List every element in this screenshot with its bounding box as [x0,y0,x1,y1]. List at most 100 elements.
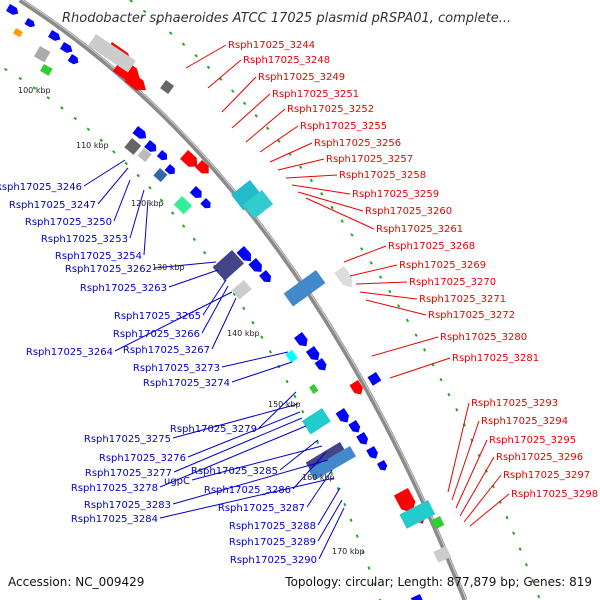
backbone-highlight [21,0,467,600]
forward-callout-line [389,357,451,379]
gene-block [399,500,436,529]
forward-callout-line [245,108,286,143]
forward-gene-label: Rsph17025_3297 [503,470,590,481]
forward-gene-label: Rsph17025_3270 [409,277,496,288]
gene-arrow [156,150,168,161]
reverse-callout-line [211,297,237,350]
gene-arrow [132,126,147,139]
forward-gene-label: Rsph17025_3260 [365,206,452,217]
forward-callout-line [469,493,510,527]
forward-gene-label: Rsph17025_3268 [388,241,475,252]
reverse-callout-line [113,179,131,222]
reverse-callout-line [172,459,329,505]
kbp-tick-label: 160 kbp [302,473,335,482]
gene-arrow [179,150,198,167]
forward-gene-label: Rsph17025_3295 [489,435,576,446]
forward-gene-label: Rsph17025_3272 [428,310,515,321]
reverse-gene-label: Rsph17025_3253 [41,234,128,245]
reverse-callout-line [317,499,343,542]
gene-arrow [348,420,361,433]
gene-block [433,546,452,563]
gene-arrow [335,408,349,423]
forward-callout-lines [185,44,510,527]
gene-arrow [410,594,425,600]
forward-gene-label: Rsph17025_3251 [272,89,359,100]
gene-arrow [393,488,416,513]
forward-gene-label: Rsph17025_3271 [419,294,506,305]
reverse-gene-label: Rsph17025_3265 [114,311,201,322]
reverse-gene-label: Rsph17025_3288 [229,521,316,532]
kbp-tick-label: 150 kbp [268,400,301,409]
gene-arrow [294,332,308,347]
forward-gene-labels: Rsph17025_3244Rsph17025_3248Rsph17025_32… [228,40,598,500]
forward-gene-label: Rsph17025_3256 [314,138,401,149]
gene-block [367,372,382,386]
forward-gene-label: Rsph17025_3248 [243,55,330,66]
reverse-callout-line [191,445,323,481]
gene-block [285,350,298,363]
reverse-callout-line [279,439,319,471]
gene-arrow [195,160,209,174]
gene-arrow [314,358,327,371]
forward-callout-line [355,281,408,285]
outer-tick-dots [129,0,541,600]
gene-features [6,4,452,600]
reverse-gene-label: Rsph17025_3263 [80,283,167,294]
forward-callout-line [221,76,257,113]
reverse-callout-line [231,361,293,383]
accession-text: Accession: NC_009429 [8,575,144,589]
reverse-gene-label: Rsph17025_3250 [25,217,112,228]
forward-callout-line [291,184,351,195]
reverse-gene-label: Rsph17025_3273 [133,363,220,374]
gene-block [431,516,445,530]
reverse-callout-line [201,285,229,334]
gene-arrow [48,30,61,41]
forward-gene-label: Rsph17025_3249 [258,72,345,83]
reverse-gene-label: Rsph17025_3289 [229,537,316,548]
gene-arrow [164,164,175,175]
reverse-callout-line [153,261,217,269]
forward-callout-line [371,336,439,357]
reverse-callout-line [317,487,341,526]
gene-block [160,80,175,94]
reverse-gene-label: Rsph17025_3286 [204,485,291,496]
forward-callout-line [269,142,313,163]
reverse-callout-line [168,269,219,288]
gene-arrow [349,380,363,395]
forward-callout-line [365,299,427,316]
backbone-arc [18,0,468,600]
forward-callout-line [455,439,488,509]
gene-block [301,408,331,435]
gene-arrow [67,54,79,65]
reverse-callout-line [292,451,327,490]
gene-block [308,446,356,481]
gene-block [34,46,51,63]
reverse-callout-line [159,425,307,488]
forward-gene-label: Rsph17025_3244 [228,40,315,51]
reverse-gene-label: Rsph17025_3285 [191,466,278,477]
gene-block [173,196,193,215]
reverse-gene-label: ugpC [164,476,190,487]
reverse-callout-line [159,477,335,519]
forward-callout-line [297,191,364,212]
forward-gene-label: Rsph17025_3293 [471,398,558,409]
forward-callout-line [259,125,299,153]
reverse-gene-label: Rsph17025_3284 [71,514,158,525]
gene-block [153,168,168,183]
gene-block [283,270,326,307]
reverse-callout-line [221,351,289,368]
gene-arrow [200,198,211,209]
forward-gene-label: Rsph17025_3252 [287,104,374,115]
gene-arrow [259,270,272,283]
reverse-gene-label: Rsph17025_3246 [0,182,82,193]
forward-callout-line [451,420,480,501]
reverse-gene-label: Rsph17025_3267 [123,345,210,356]
reverse-callout-line [129,189,145,239]
reverse-callout-line [97,167,129,205]
gene-arrow [305,346,320,361]
reverse-gene-label: Rsph17025_3266 [113,329,200,340]
kbp-tick-label: 130 kbp [152,263,185,272]
reverse-callout-line [306,469,333,508]
forward-callout-line [359,291,418,300]
reverse-gene-label: Rsph17025_3275 [84,434,171,445]
